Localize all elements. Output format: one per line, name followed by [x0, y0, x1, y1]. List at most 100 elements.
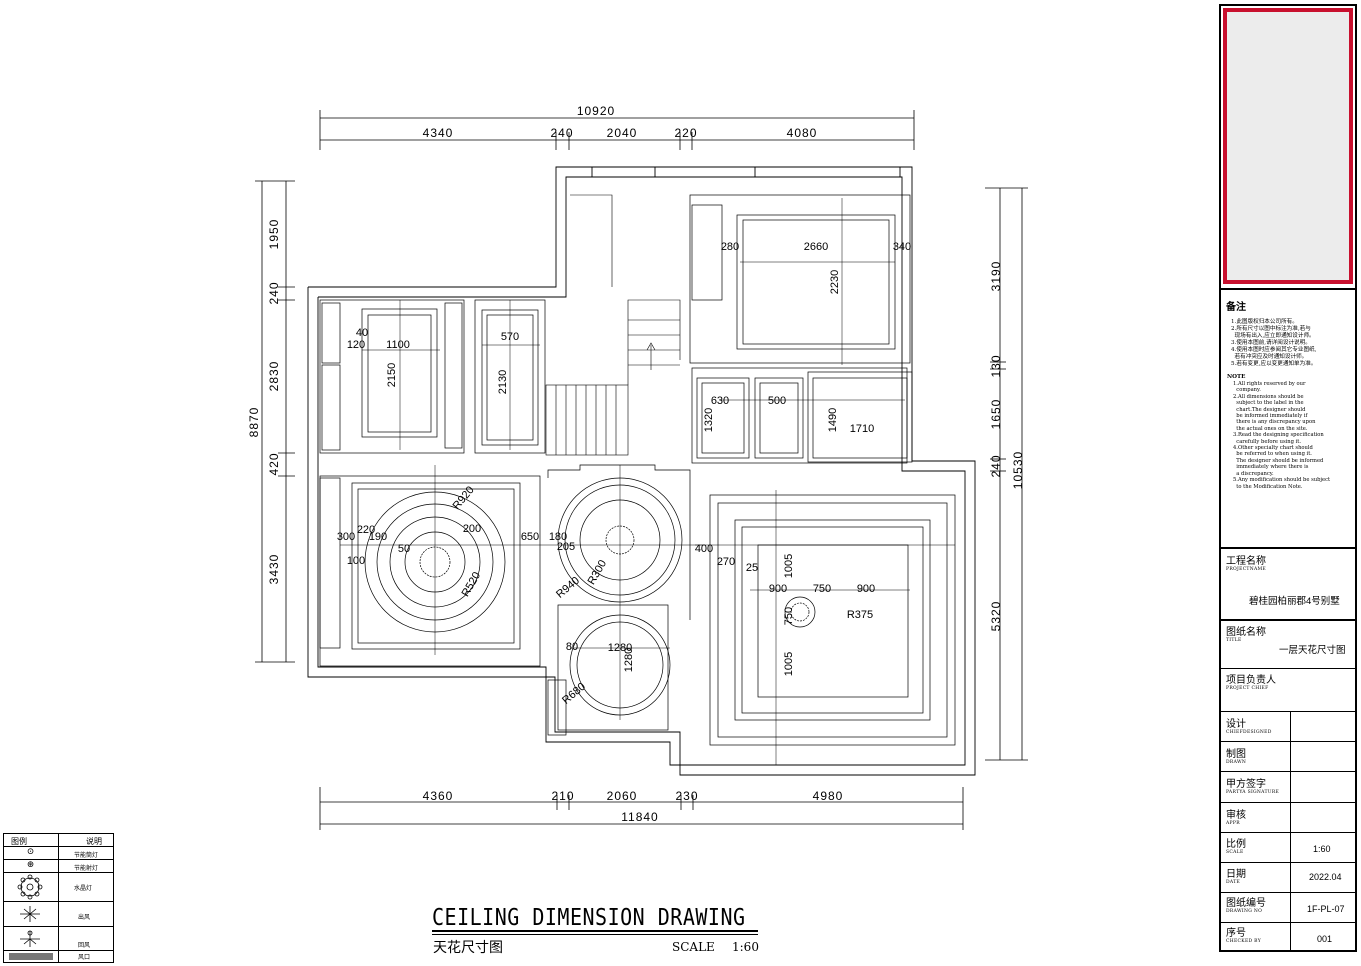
- room-dim: 1280: [608, 642, 632, 654]
- dim-right-seg: 130: [989, 354, 1003, 377]
- room-dim: 180: [549, 531, 567, 543]
- title-block-divider: [1221, 771, 1355, 772]
- room-dim: 1490: [827, 408, 839, 432]
- dim-right-seg: 1650: [989, 399, 1003, 430]
- drawing-subtitle: 天花尺寸图: [433, 940, 503, 956]
- title-block-divider: [1221, 288, 1355, 290]
- vent-icon: [9, 953, 53, 960]
- note-line-en: be referred to when using it.: [1233, 451, 1312, 458]
- project-name-value: 碧桂园柏丽郡4号别墅: [1249, 596, 1340, 607]
- room-middle-row: [691, 367, 913, 464]
- note-line-en: immediately where there is: [1233, 464, 1309, 471]
- room-dim: 1320: [703, 408, 715, 432]
- note-line-en: The designer should be informed: [1233, 457, 1324, 464]
- room-dim: 220: [357, 524, 375, 536]
- sequence-value: 001: [1317, 934, 1333, 944]
- note-line: 若有冲突应及时通知设计师。: [1231, 354, 1308, 360]
- note-line: 1.此图版权归本公司所有。: [1231, 319, 1298, 325]
- spotlight-icon: ⊛: [26, 860, 35, 870]
- dim-bottom-seg: 2060: [607, 789, 638, 803]
- legend-row: [4, 846, 113, 847]
- notes-en-title: NOTE: [1227, 374, 1246, 380]
- title-block-divider: [1221, 619, 1355, 621]
- note-line-en: company.: [1233, 387, 1261, 394]
- legend-row: [4, 950, 113, 951]
- dim-bottom-seg: 4980: [813, 789, 844, 803]
- dim-left-seg: 240: [267, 281, 281, 304]
- drawing-title-value: 一层天花尺寸图: [1279, 645, 1346, 656]
- room-dim: 1710: [850, 423, 874, 435]
- note-line: 现场有出入,应立即通知设计师。: [1231, 333, 1315, 339]
- room-dim: 300: [337, 531, 355, 543]
- scale-cell-value: 1:60: [1313, 844, 1331, 854]
- room-dim: 1280: [623, 648, 635, 672]
- note-line-en: 3.Read the designing specification: [1233, 432, 1324, 439]
- scale-label: SCALE: [672, 940, 715, 954]
- legend-row: [4, 926, 113, 927]
- note-line-en: 5.Any modification should be subject: [1233, 477, 1331, 484]
- room-dim: 100: [347, 555, 365, 567]
- dim-left-seg: 3430: [267, 554, 281, 585]
- room-dim: 2230: [829, 270, 841, 294]
- title-block-divider: [1221, 832, 1355, 833]
- room-dim: R375: [847, 609, 873, 621]
- room-dim: 900: [769, 583, 787, 595]
- dim-right-total: 10530: [1011, 451, 1025, 489]
- room-dim: 270: [717, 556, 735, 568]
- note-line-en: chart.The designer should: [1233, 406, 1306, 413]
- room-dim: 1005: [783, 652, 795, 676]
- legend-desc: 节能射灯: [74, 865, 99, 872]
- dim-bottom-total: 11840: [621, 810, 658, 824]
- room-dim: 80: [566, 641, 578, 653]
- room-top-right: [689, 194, 911, 364]
- title-block-divider: [1221, 547, 1355, 549]
- ceiling-plan-drawing: 10920 4340 240 2040 220 4080 4360 210 20…: [247, 104, 1028, 830]
- title-block-divider: [1221, 922, 1355, 923]
- title-block-divider: [1221, 892, 1355, 893]
- room-dim: 750: [813, 583, 831, 595]
- room-dim: R300: [586, 558, 610, 587]
- note-line-en: to the Modification Note.: [1233, 483, 1303, 490]
- title-block-divider: [1221, 862, 1355, 863]
- drawing-number-value: 1F-PL-07: [1307, 904, 1345, 914]
- title-block-divider: [1221, 802, 1355, 803]
- company-logo-area: [1223, 8, 1353, 284]
- downlight-icon: ⊙: [26, 847, 35, 857]
- title-block: 备注 1.此图版权归本公司所有。 2.所有尺寸以图中标注为准,若与 现场有出入,…: [1219, 4, 1357, 952]
- legend-desc: 出风: [78, 914, 91, 921]
- note-line-en: 2.All dimensions should be: [1233, 393, 1304, 400]
- room-upper-left: [319, 299, 465, 454]
- title-block-divider: [1221, 668, 1355, 669]
- dim-top-seg: 240: [550, 126, 573, 140]
- dim-left-seg: 1950: [267, 219, 281, 250]
- note-line: 2.所有尺寸以图中标注为准,若与: [1231, 326, 1311, 332]
- room-dim: 2150: [386, 363, 398, 387]
- note-line-en: subject to the label in the: [1233, 400, 1304, 407]
- room-dim: 500: [768, 395, 786, 407]
- note-line-en: 4.Other specialty chart should: [1233, 445, 1313, 452]
- legend-header-desc: 说明: [86, 837, 102, 846]
- dim-left-seg: 420: [267, 452, 281, 475]
- building-outline: [307, 166, 976, 776]
- room-dim: 280: [721, 241, 739, 253]
- room-dim: 190: [369, 531, 387, 543]
- legend-table: 图例 说明 ⊙ 节能筒灯 ⊛ 节能射灯 水晶灯 出风 回风 风口: [3, 833, 114, 963]
- dim-left-total: 8870: [247, 407, 261, 438]
- dim-top-seg: 2040: [607, 126, 638, 140]
- title-underline-thin: [432, 934, 758, 935]
- note-line-en: 1.All rights reserved by our: [1233, 381, 1306, 387]
- room-dim: R940: [554, 575, 582, 601]
- chandelier-icon: [17, 874, 43, 900]
- room-dim: 750: [783, 607, 795, 625]
- legend-row: [4, 872, 113, 873]
- room-dim: R920: [451, 484, 477, 512]
- room-dim: 2130: [497, 370, 509, 394]
- return-air-icon: [20, 930, 40, 947]
